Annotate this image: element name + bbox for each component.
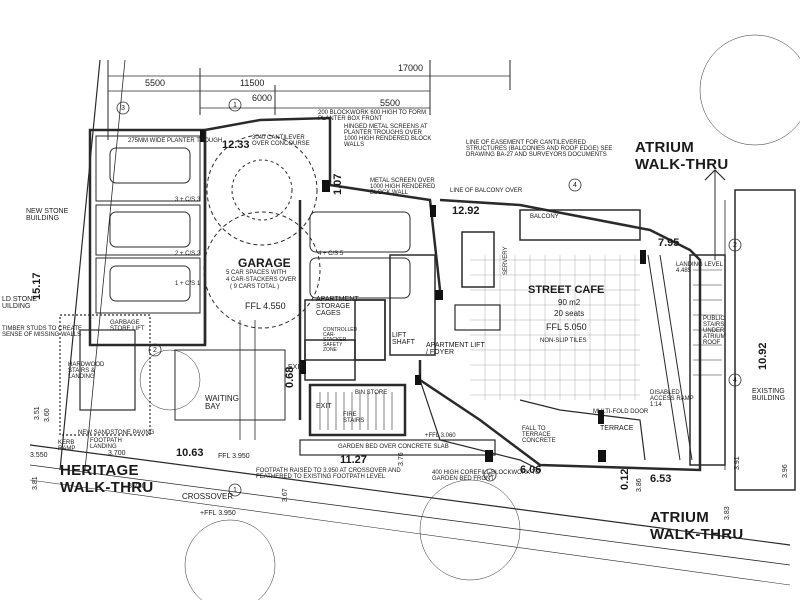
car-space-1: 1 + C/S 1 [175,281,201,287]
existing-building: EXISTING BUILDING [752,388,786,402]
level-12-33: 12.33 [222,139,250,151]
note-timber: TIMBER STUDS TO CREATE SENSE OF MISSING … [2,326,83,338]
level-6-06: 6.06 [520,464,542,476]
level-11-27: 11.27 [340,454,367,466]
new-stone-building: NEW STONE BUILDING [26,208,69,222]
car-space-3: 3 + C/S 3 [175,197,201,203]
note-footpath: FOOTPATH RAISED TO 3.950 AT CROSSOVER AN… [256,468,401,480]
dim-17000: 17000 [398,63,424,73]
cafe-title: STREET CAFE [528,284,605,296]
hardwood-stairs-label: HARDWOOD STAIRS & LANDING [68,362,105,380]
note-nonslip: NON-SLIP TILES [540,338,587,344]
car-space-2: 2 + C/S 2 [175,251,201,257]
old-stone-building: LD STONE UILDING [2,296,37,310]
garage-desc-2: 4 CAR-STACKERS OVER [226,277,297,283]
kerb-ramp-label: KERB RAMP [58,440,76,452]
apartment-storage-label: APARTMENT STORAGE CAGES [316,296,359,317]
note-balcony-line: LINE OF BALCONY OVER [450,188,523,194]
landing-label: LANDING LEVEL 4.485 [676,262,723,274]
spot-level-3-83: 3.83 [724,506,731,520]
disabled-ramp-label: DISABLED ACCESS RAMP 1:14 [650,390,694,408]
ffl-3950-a: FFL 3.950 [218,453,250,460]
heritage-label: HERITAGE [60,462,139,479]
note-hinged: HINGED METAL SCREENS AT PLANTER TROUGHS … [344,124,432,148]
callout-5: 4 [733,377,737,384]
callout-1: 3 [121,105,125,112]
note-planter: 275mm WIDE PLANTER TROUGH [128,138,223,144]
garbage-lift-label: GARBAGE STORE LIFT [110,320,145,332]
multifold-door-label: MULTI-FOLD DOOR [593,409,649,415]
cafe-seats: 20 seats [554,309,585,318]
callout-6: 1 [233,487,237,494]
cafe-area: 90 m2 [558,298,581,307]
walk-thru-top-label: WALK-THRU [635,156,729,173]
callout-4: 2 [733,242,737,249]
ffl-3950-b: +FFL 3.950 [200,510,236,517]
level-12-92: 12.92 [452,205,480,217]
ffl-3060: +FFL 3.060 [425,433,456,439]
spot-level-3-67: 3.67 [282,488,289,502]
fire-stairs-label: FIRE STAIRS [343,412,365,424]
cafe-ffl: FFL 5.050 [546,322,587,332]
dim-5500-left: 5500 [145,78,166,88]
level-10-63: 10.63 [176,447,204,459]
garage-desc-1: 5 CAR SPACES WITH [226,270,287,276]
note-metal-screen: METAL SCREEN OVER 1000 HIGH RENDERED BLO… [370,178,436,196]
callout-2: 1 [233,102,237,109]
note-easement: LINE OF EASEMENT FOR CANTILEVERED STRUCT… [466,140,613,158]
waiting-bay-label: WAITING BAY [205,394,239,411]
servery-label: SERVERY [503,246,509,275]
spot-level-3-51: 3.51 [34,406,41,420]
level-1-07: 1.07 [332,173,344,195]
public-stairs-label: PUBLIC STAIRS under ATRIUM ROOF [703,316,726,346]
level-7-95: 7.95 [658,237,680,249]
note-cantilever: 3040 CANTILEVER OVER CONCOURSE [252,135,310,147]
new-paving-label: NEW SANDSTONE PAVING [78,430,155,436]
footpath-landing-label: FOOTPATH LANDING [90,438,122,450]
spot-level-3-750: 3.750 [128,483,146,490]
dim-5500-right: 5500 [380,98,401,108]
heritage-walk-thru-label: WALK-THRU [60,479,154,496]
balcony-label: BALCONY [530,214,559,220]
spot-level-3-700: 3.700 [108,450,126,457]
atrium-bottom-label: ATRIUM [650,509,710,526]
spot-level-3-76: 3.76 [398,452,405,466]
garage-desc-3: ( 9 CARS TOTAL ) [230,284,280,290]
garden-bed-label: GARDEN BED OVER CONCRETE SLAB [338,444,449,450]
car-space-4: 4 + C/S 5 [318,251,344,257]
level-6-53: 6.53 [650,473,672,485]
spot-level-3-96: 3.96 [782,464,789,478]
note-corefill: 400 HIGH COREFILL BLOCKWORK TO GARDEN BE… [432,470,540,482]
exit-1-label: EXIT [288,364,304,371]
spot-level-3-550: 3.550 [30,452,48,459]
callout-8: 2 [153,347,157,354]
note-fall: FALL TO TERRACE CONCRETE [522,426,556,444]
spot-level-3-86: 3.86 [636,478,643,492]
note-blockwork: 200 BLOCKWORK 600 HIGH TO FORM PLANTER B… [318,110,427,122]
bin-store-label: BIN STORE [355,390,388,396]
dim-6000: 6000 [252,93,273,103]
crossover-label: CROSSOVER [182,492,234,501]
car-stacker-zone-label: CONTROLLED CAR-STACKER SAFETY ZONE [323,327,358,353]
dim-11500: 11500 [240,78,265,88]
spot-level-3-81: 3.81 [32,476,39,490]
walk-thru-bottom-label: WALK-THRU [650,526,744,543]
apartment-lift-label: APARTMENT LIFT / FOYER [426,342,485,356]
garage-title: GARAGE [238,256,291,270]
callout-3: 4 [573,182,577,189]
lift-shaft-label: LIFT SHAFT [392,332,415,346]
level-0-12: 0.12 [619,468,631,490]
atrium-top-label: ATRIUM [635,139,695,156]
spot-level-3-60: 3.60 [44,408,51,422]
terrace-label: TERRACE [600,425,634,432]
callout-7: 6 [488,472,492,479]
level-10-92: 10.92 [757,342,769,370]
spot-level-3-91: 3.91 [734,456,741,470]
garage-ffl: FFL 4.550 [245,301,286,311]
exit-2-label: EXIT [316,403,332,410]
